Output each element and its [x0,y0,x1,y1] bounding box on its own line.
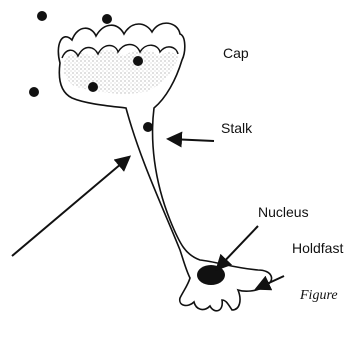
outside-dot [102,14,112,24]
pointer-arrow [12,158,128,256]
nucleus [197,265,225,285]
cap-label: Cap [223,45,249,61]
nucleus-label: Nucleus [258,204,309,220]
stalk-dot [143,122,153,132]
cap-dot [133,56,143,66]
cap-dot [88,82,98,92]
nucleus-arrow [218,226,258,268]
figure-label: Figure [300,288,338,304]
holdfast-label: Holdfast [292,240,343,256]
outside-dot [37,11,47,21]
outside-dot [29,87,39,97]
stalk-label: Stalk [221,120,252,136]
stalk-arrow [170,139,214,141]
